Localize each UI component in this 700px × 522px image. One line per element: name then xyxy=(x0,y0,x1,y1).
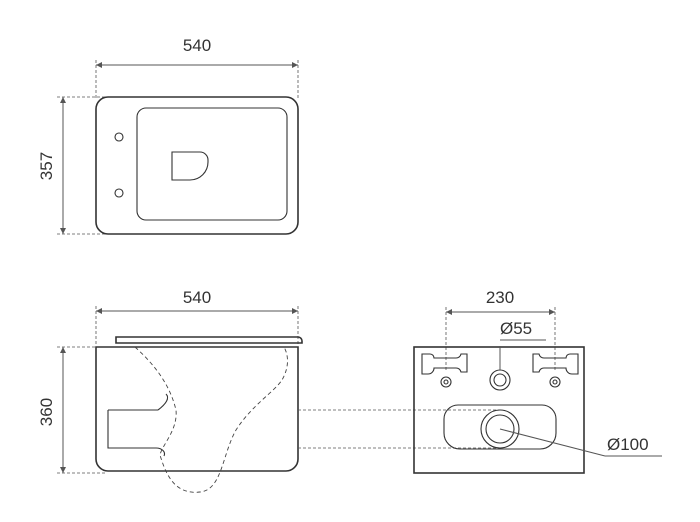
side-view-seat xyxy=(115,336,303,344)
rear-view-bolt-hole-right-inner xyxy=(552,379,558,385)
outlet-diameter-label: Ø100 xyxy=(607,435,649,454)
top-depth-label: 357 xyxy=(37,152,56,180)
top-view-bowl-opening xyxy=(171,151,209,181)
rear-view-bracket-right xyxy=(532,353,579,375)
rear-view-outlet-inner xyxy=(485,414,515,444)
rear-bolt-spacing-label: 230 xyxy=(486,288,514,307)
rear-view: 230 Ø55 Ø100 xyxy=(413,288,662,474)
rear-view-outlet-outer xyxy=(480,409,520,449)
rear-view-bolt-hole-left xyxy=(440,376,452,388)
top-view-outline xyxy=(95,96,299,235)
side-height-label: 360 xyxy=(37,398,56,426)
rear-view-inlet-outer xyxy=(489,369,511,391)
outlet-leader-line xyxy=(499,428,606,457)
side-width-label: 540 xyxy=(183,288,211,307)
rear-view-bracket-left xyxy=(421,353,468,375)
top-view: 540 357 xyxy=(37,36,299,235)
rear-view-bolt-hole-left-inner xyxy=(443,379,449,385)
side-view-body xyxy=(95,346,299,472)
top-view-bowl-rim xyxy=(136,107,288,221)
rear-view-outlet-housing xyxy=(443,404,557,450)
rear-view-inlet-inner xyxy=(493,373,507,387)
side-view-outlet-horn xyxy=(107,409,158,449)
rear-view-outline xyxy=(413,346,585,474)
side-view: 540 360 xyxy=(37,288,303,493)
top-view-fixing-hole-upper xyxy=(114,132,124,142)
top-view-fixing-hole-lower xyxy=(114,188,124,198)
inlet-diameter-label: Ø55 xyxy=(500,319,532,338)
side-view-internal-trap xyxy=(134,346,288,493)
rear-view-bolt-hole-right xyxy=(549,376,561,388)
side-view-outlet-horn-curve xyxy=(155,393,169,457)
top-width-label: 540 xyxy=(183,36,211,55)
